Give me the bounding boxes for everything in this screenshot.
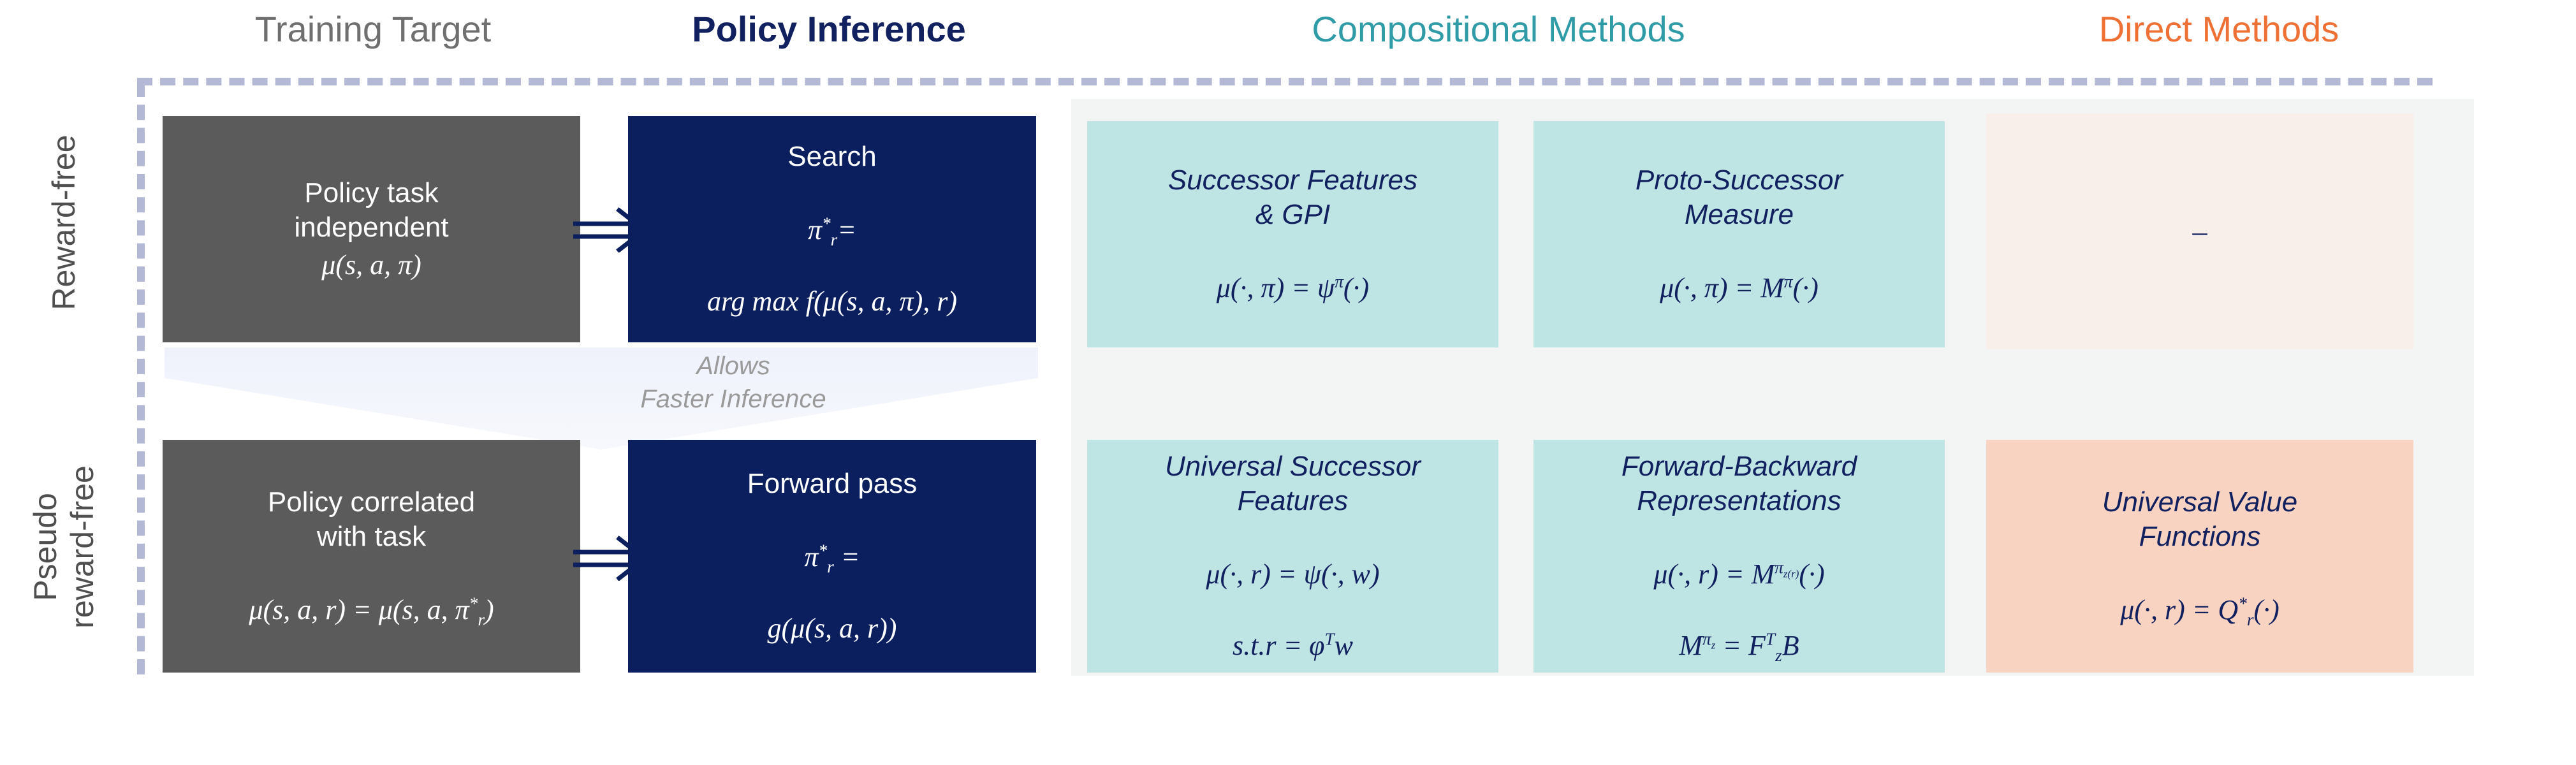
card-row2-policy-inference: Forward pass π*r = g(μ(s, a, r)) [628, 440, 1036, 673]
card-row2-universal-value-functions: Universal Value Functions μ(·, r) = Q*r(… [1986, 440, 2413, 673]
column-header-policy-inference: Policy Inference [692, 9, 966, 49]
card-formula: μ(·, r) = ψ(·, w) s.t.r = φTw [1206, 558, 1380, 661]
card-title: Successor Features & GPI [1167, 164, 1418, 230]
card-formula: μ(s, a, π) [321, 249, 421, 280]
card-formula: π*r = g(μ(s, a, r)) [767, 540, 897, 644]
card-title: Forward pass [747, 467, 918, 499]
card-title: Policy task independent [294, 177, 449, 243]
card-row1-successor-features-gpi: Successor Features & GPI μ(·, π) = ψπ(·) [1087, 121, 1498, 347]
dashed-top-divider [137, 78, 2433, 85]
card-row1-direct-methods-empty: – [1986, 113, 2413, 349]
card-title: – [2192, 215, 2207, 247]
card-row2-forward-backward-representations: Forward-Backward Representations μ(·, r)… [1533, 440, 1945, 673]
card-formula: μ(·, r) = Mπz(r)(·) Mπz = FTzB [1653, 557, 1825, 665]
card-title: Universal Successor Features [1164, 450, 1421, 516]
row-label-pseudo-reward-free: Pseudo reward-free [27, 465, 100, 629]
card-title: Universal Value Functions [2102, 486, 2298, 552]
card-title: Policy correlated with task [267, 486, 476, 552]
card-formula: μ(·, π) = Mπ(·) [1660, 271, 1819, 303]
card-row2-universal-successor-features: Universal Successor Features μ(·, r) = ψ… [1087, 440, 1498, 673]
allows-faster-inference-label: Allows Faster Inference [640, 352, 826, 413]
card-row1-policy-inference: Search π*r= arg max f(μ(s, a, π), r) [628, 116, 1036, 342]
card-row1-training-target: Policy task independent μ(s, a, π) [163, 116, 580, 342]
card-formula: μ(·, r) = Q*r(·) [2120, 593, 2280, 629]
card-row2-training-target: Policy correlated with task μ(s, a, r) =… [163, 440, 580, 673]
column-header-direct-methods: Direct Methods [2098, 9, 2339, 49]
dashed-left-divider [137, 82, 145, 674]
card-formula: π*r= arg max f(μ(s, a, π), r) [706, 213, 958, 317]
card-title: Proto-Successor Measure [1635, 164, 1843, 230]
card-title: Forward-Backward Representations [1621, 450, 1857, 516]
card-row1-proto-successor-measure: Proto-Successor Measure μ(·, π) = Mπ(·) [1533, 121, 1945, 347]
column-header-training-target: Training Target [254, 9, 492, 49]
column-header-compositional-methods: Compositional Methods [1312, 9, 1685, 49]
card-formula: μ(s, a, r) = μ(s, a, π*r) [249, 593, 494, 629]
card-title: Search [787, 140, 877, 172]
row-label-reward-free: Reward-free [46, 135, 82, 310]
card-formula: μ(·, π) = ψπ(·) [1216, 271, 1370, 303]
